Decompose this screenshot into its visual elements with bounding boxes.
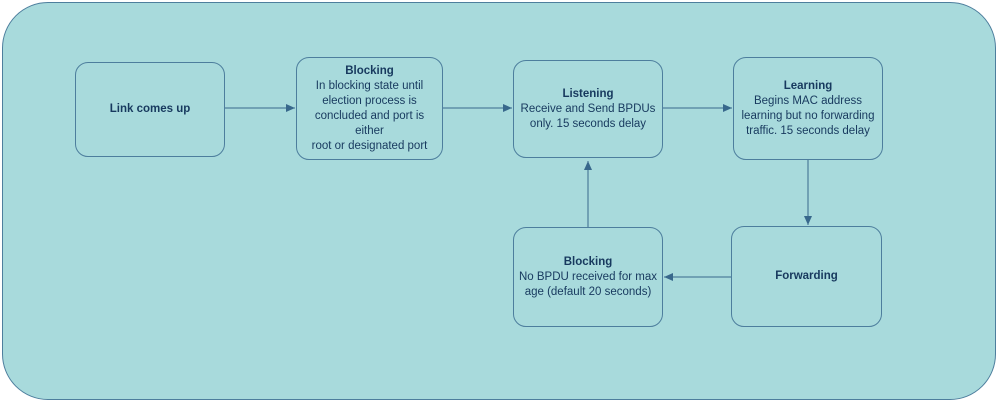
node-title: Blocking (563, 255, 613, 268)
node-blocking-max-age: Blocking No BPDU received for max age (d… (513, 227, 663, 327)
node-link-comes-up: Link comes up (75, 62, 225, 157)
node-learning: Learning Begins MAC address learning but… (733, 57, 883, 160)
node-forwarding: Forwarding (731, 226, 882, 327)
node-title: Learning (783, 79, 833, 92)
node-title: Forwarding (775, 270, 838, 282)
node-blocking-initial: Blocking In blocking state until electio… (296, 57, 443, 160)
node-body: Begins MAC address learning but no forwa… (741, 94, 875, 137)
node-title: Blocking (345, 64, 394, 77)
node-listening: Listening Receive and Send BPDUs only. 1… (513, 60, 663, 158)
node-body: In blocking state until election process… (311, 79, 428, 152)
node-body: Receive and Send BPDUs only. 15 seconds … (520, 102, 656, 130)
node-title: Link comes up (109, 103, 191, 115)
node-title: Listening (562, 87, 614, 100)
node-body: No BPDU received for max age (default 20… (518, 270, 658, 298)
